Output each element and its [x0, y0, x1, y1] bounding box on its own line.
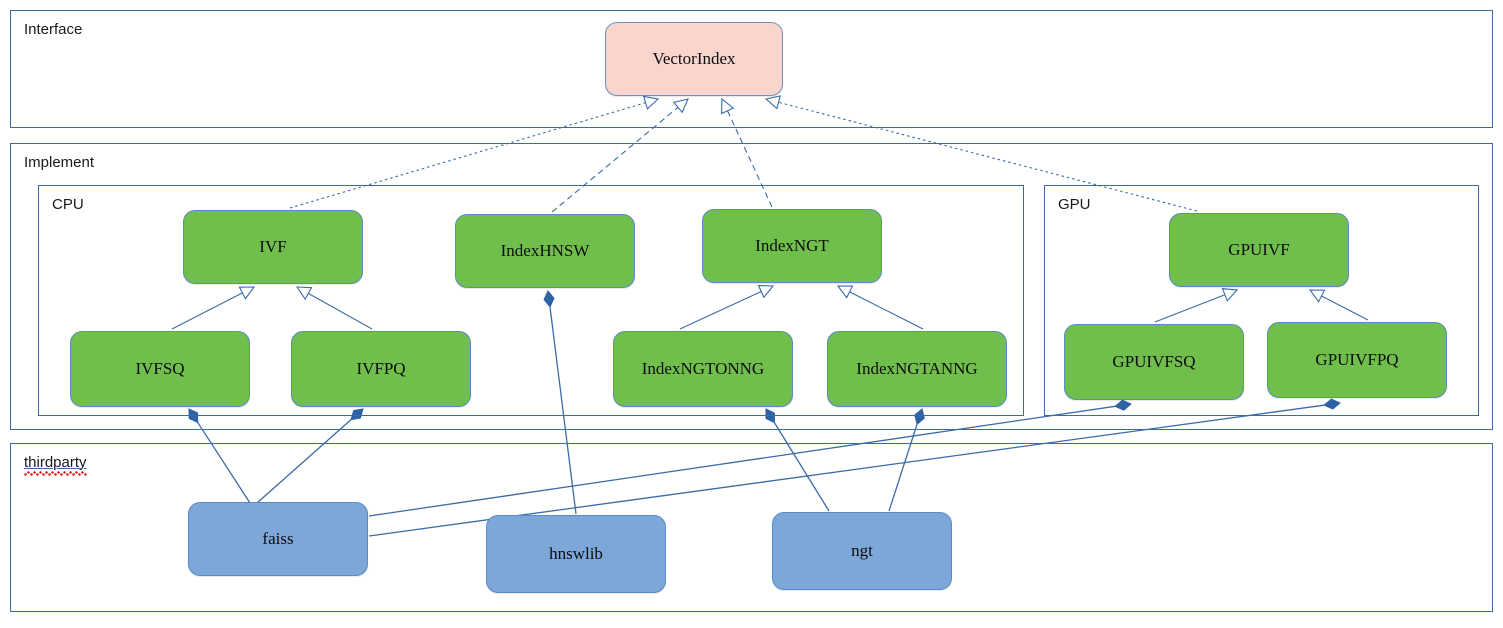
class-node-vectorindex[interactable]: VectorIndex — [605, 22, 783, 96]
class-node-gpuivf[interactable]: GPUIVF — [1169, 213, 1349, 287]
class-node-indexngtonng[interactable]: IndexNGTONNG — [613, 331, 793, 407]
group-label-interface: Interface — [24, 21, 83, 38]
group-label-implement: Implement — [24, 154, 95, 171]
class-node-indexngtanng[interactable]: IndexNGTANNG — [827, 331, 1007, 407]
class-node-ivf[interactable]: IVF — [183, 210, 363, 284]
group-label-cpu: CPU — [52, 196, 84, 213]
class-node-indexngt[interactable]: IndexNGT — [702, 209, 882, 283]
class-node-gpuivfpq[interactable]: GPUIVFPQ — [1267, 322, 1447, 398]
group-label-gpu: GPU — [1058, 196, 1091, 213]
group-cpu — [38, 185, 1024, 416]
class-node-ivfsq[interactable]: IVFSQ — [70, 331, 250, 407]
class-node-ivfpq[interactable]: IVFPQ — [291, 331, 471, 407]
group-thirdparty — [10, 443, 1493, 612]
group-interface — [10, 10, 1493, 128]
class-node-gpuivfsq[interactable]: GPUIVFSQ — [1064, 324, 1244, 400]
spellcheck-underline — [24, 471, 87, 476]
class-node-ngt[interactable]: ngt — [772, 512, 952, 590]
group-implement — [10, 143, 1493, 430]
class-node-hnswlib[interactable]: hnswlib — [486, 515, 666, 593]
class-node-faiss[interactable]: faiss — [188, 502, 368, 576]
class-node-indexhnsw[interactable]: IndexHNSW — [455, 214, 635, 288]
group-label-thirdparty: thirdparty — [24, 455, 87, 476]
group-gpu — [1044, 185, 1479, 416]
